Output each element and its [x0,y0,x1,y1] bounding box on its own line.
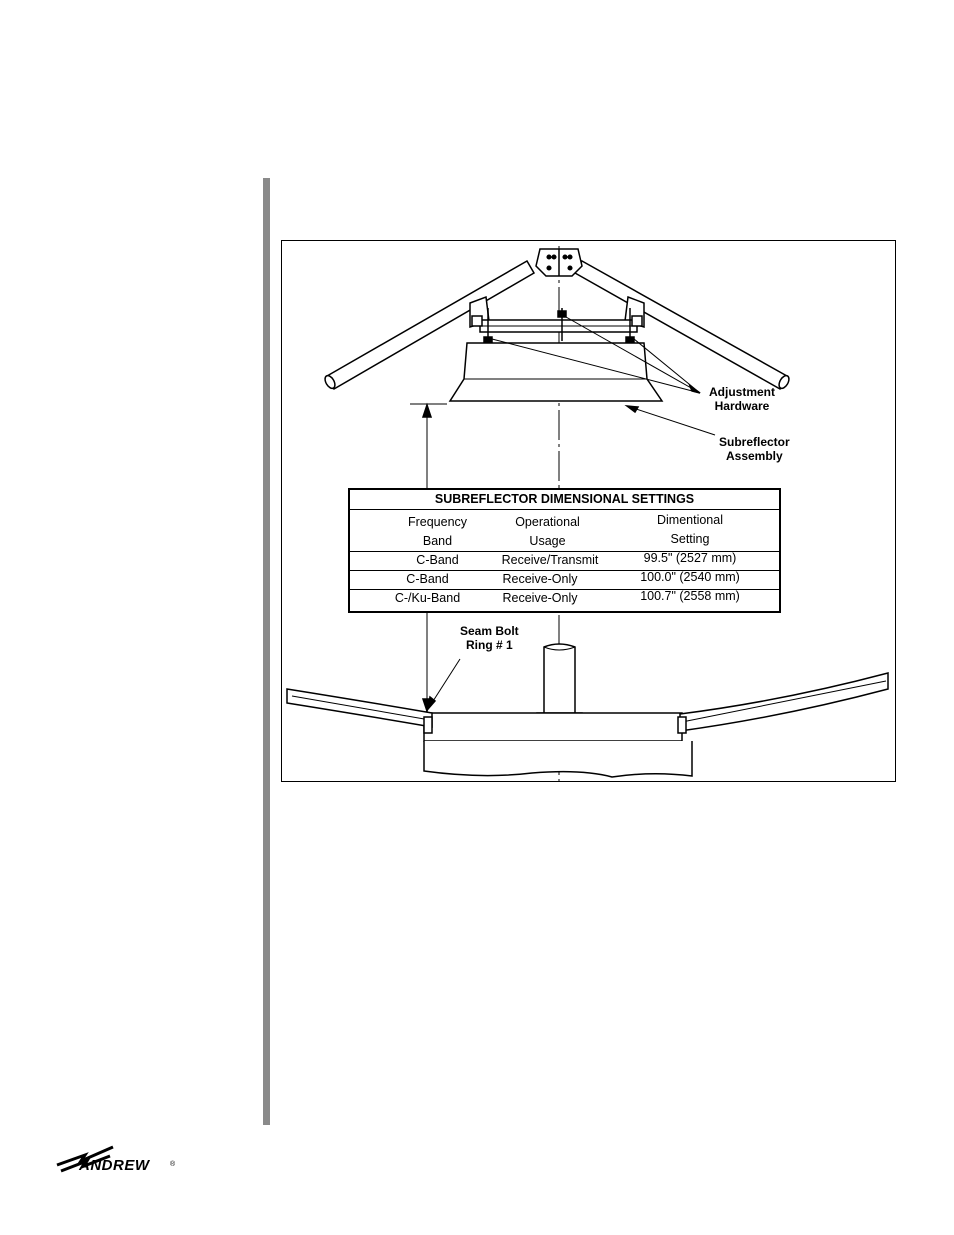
feed-pipe [544,644,575,721]
subreflector-label-line1: Subreflector [719,435,790,449]
header-usage-line2: Usage [480,534,615,548]
seam-label-line2: Ring # 1 [460,638,519,652]
logo-text: ANDREW [79,1157,150,1174]
subreflector-figure: Adjustment Hardware Subreflector Assembl… [281,240,896,782]
adjustment-label-line2: Hardware [709,399,775,413]
table-row: Receive/Transmit [480,553,620,567]
subreflector-settings-table: SUBREFLECTOR DIMENSIONAL SETTINGS Freque… [348,488,781,613]
adjustment-label-line1: Adjustment [709,385,775,399]
table-row: Receive-Only [470,572,610,586]
table-title: SUBREFLECTOR DIMENSIONAL SETTINGS [350,492,779,506]
sidebar-rule [263,178,270,1125]
table-row: 100.0" (2540 mm) [620,570,760,584]
header-setting-line1: Dimentional [620,513,760,527]
table-row: 99.5" (2527 mm) [620,551,760,565]
header-setting-line2: Setting [620,532,760,546]
header-usage-line1: Operational [480,515,615,529]
seam-label-line1: Seam Bolt [460,624,519,638]
registered-mark: ® [170,1161,175,1168]
subreflector-body [450,343,662,401]
subreflector-label-line2: Assembly [719,449,790,463]
subreflector-assembly-label: Subreflector Assembly [719,435,790,463]
table-row: Receive-Only [470,591,610,605]
adjustment-hardware-label: Adjustment Hardware [709,385,775,413]
table-row: 100.7" (2558 mm) [620,589,760,603]
reflector-hub [424,713,682,741]
andrew-logo: ANDREW ® [55,1143,175,1179]
seam-bolt-label: Seam Bolt Ring # 1 [460,624,519,652]
